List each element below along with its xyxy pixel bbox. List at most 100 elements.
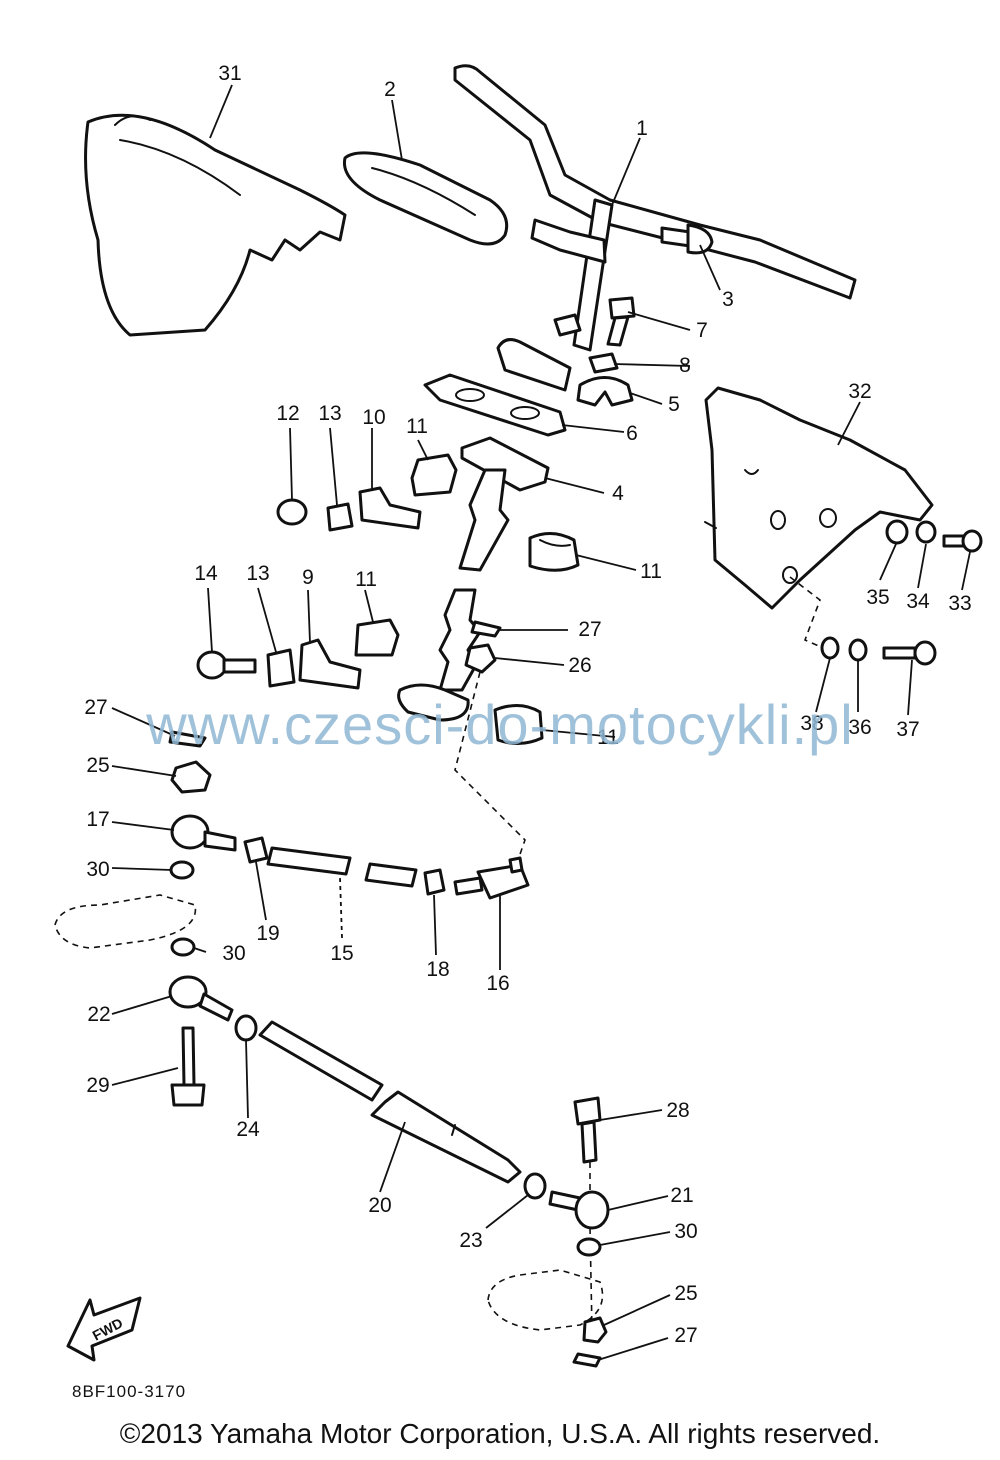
side-panel-part — [704, 386, 934, 610]
callout-36: 36 — [848, 716, 871, 739]
bolt-28-part — [573, 1096, 602, 1164]
callout-27b: 27 — [84, 696, 107, 719]
washer-36-part — [848, 638, 868, 662]
callout-30b: 30 — [222, 942, 245, 965]
collar-13a-part — [326, 502, 354, 532]
handlebar-part — [453, 64, 857, 392]
bolt-33-part — [942, 529, 983, 553]
lock-nut-19-part — [243, 836, 269, 864]
callout-34: 34 — [906, 590, 930, 613]
callout-11d: 11 — [597, 726, 619, 749]
washer-38-part — [820, 636, 840, 660]
centerline-column — [454, 671, 526, 861]
collar-30a-part — [169, 860, 195, 880]
callout-16: 16 — [486, 972, 509, 995]
callout-11c: 11 — [355, 568, 377, 591]
callout-30a: 30 — [86, 858, 109, 881]
callout-25b: 25 — [674, 1282, 697, 1305]
callout-38: 38 — [800, 712, 823, 735]
callout-4: 4 — [612, 482, 624, 505]
nut-8-part — [588, 352, 619, 374]
bushing-11c-part — [354, 618, 400, 657]
collar-13b-part — [266, 648, 296, 688]
callout-21: 21 — [670, 1184, 693, 1207]
bolt-7-part — [606, 296, 636, 347]
lock-nut-24-part — [234, 1014, 258, 1042]
callout-30c: 30 — [674, 1220, 697, 1243]
bolt-3-part — [660, 223, 714, 255]
callout-14: 14 — [194, 562, 218, 585]
rod-end-22-part — [168, 975, 234, 1022]
bracket-10-part — [358, 486, 422, 530]
drawing-code: 8BF100-3170 — [72, 1382, 187, 1401]
bracket-9-part — [298, 638, 362, 690]
washer-34-part — [915, 520, 937, 544]
callout-20: 20 — [368, 1194, 391, 1217]
handlebar-cover-part — [84, 113, 347, 337]
lock-nut-23-part — [523, 1172, 547, 1200]
callout-7: 7 — [696, 319, 708, 342]
nut-26-part — [464, 643, 497, 674]
rod-end-17-part — [170, 814, 237, 852]
callout-24: 24 — [236, 1118, 260, 1141]
clamp-5-part — [576, 376, 634, 407]
callout-8: 8 — [679, 354, 691, 377]
washer-35-part — [885, 519, 909, 545]
tube-15b-part — [364, 862, 418, 888]
callout-37: 37 — [896, 718, 919, 741]
cotter-pin-27a-part — [470, 620, 502, 638]
callout-2: 2 — [384, 78, 396, 101]
arm-outline-right — [487, 1269, 604, 1331]
callout-27c: 27 — [674, 1324, 697, 1347]
callout-25a: 25 — [86, 754, 109, 777]
watermark: www.czesci-do-motocykli.pl — [146, 693, 854, 756]
collar-30b-part — [170, 937, 196, 957]
callout-5: 5 — [668, 393, 680, 416]
cotter-pin-27c-part — [572, 1352, 602, 1368]
callout-35: 35 — [866, 586, 889, 609]
tube-15a-part — [266, 846, 352, 876]
bushing-11b-part — [528, 532, 580, 572]
callout-9: 9 — [302, 566, 314, 589]
rod-end-21-part — [548, 1190, 610, 1230]
callout-26: 26 — [568, 654, 591, 677]
lock-nut-18-part — [423, 868, 446, 896]
copyright-notice: ©2013 Yamaha Motor Corporation, U.S.A. A… — [119, 1418, 881, 1449]
bolt-14-part — [196, 650, 257, 680]
callout-18: 18 — [426, 958, 449, 981]
leader-lines — [111, 84, 971, 1361]
centerline-panel — [789, 576, 829, 651]
grommet-12-part — [276, 498, 308, 526]
steering-column-part — [397, 436, 550, 722]
grip-part — [342, 151, 509, 246]
rod-end-16-part — [453, 856, 530, 900]
bolt-37-part — [882, 640, 937, 666]
tube-20b-part — [370, 1090, 522, 1184]
nut-25a-part — [170, 760, 212, 794]
callout-13a: 13 — [318, 402, 341, 425]
cotter-pin-27b-part — [168, 730, 207, 748]
callout-32: 32 — [848, 380, 871, 403]
callout-22: 22 — [87, 1003, 110, 1026]
callout-11a: 11 — [406, 415, 428, 438]
callout-11b: 11 — [640, 560, 662, 583]
callout-19: 19 — [256, 922, 279, 945]
callout-33: 33 — [948, 592, 971, 615]
callout-27a: 27 — [578, 618, 601, 641]
callout-10: 10 — [362, 406, 385, 429]
callout-31: 31 — [218, 62, 241, 85]
bolt-29-part — [170, 1026, 206, 1107]
callout-29: 29 — [86, 1074, 109, 1097]
forward-arrow-icon: FWD — [66, 1296, 142, 1362]
nut-25b-part — [582, 1316, 608, 1344]
arm-outline-left — [54, 894, 197, 949]
bushing-11a-part — [410, 453, 458, 497]
plate-6-part — [423, 373, 567, 437]
tube-20a-part — [258, 1020, 384, 1102]
callout-23: 23 — [459, 1229, 482, 1252]
callout-17: 17 — [86, 808, 109, 831]
callouts: 1 2 3 4 5 6 7 8 9 10 11 11 11 11 12 13 1… — [84, 62, 971, 1347]
callout-12: 12 — [276, 402, 299, 425]
callout-6: 6 — [626, 422, 638, 445]
callout-28: 28 — [666, 1099, 689, 1122]
